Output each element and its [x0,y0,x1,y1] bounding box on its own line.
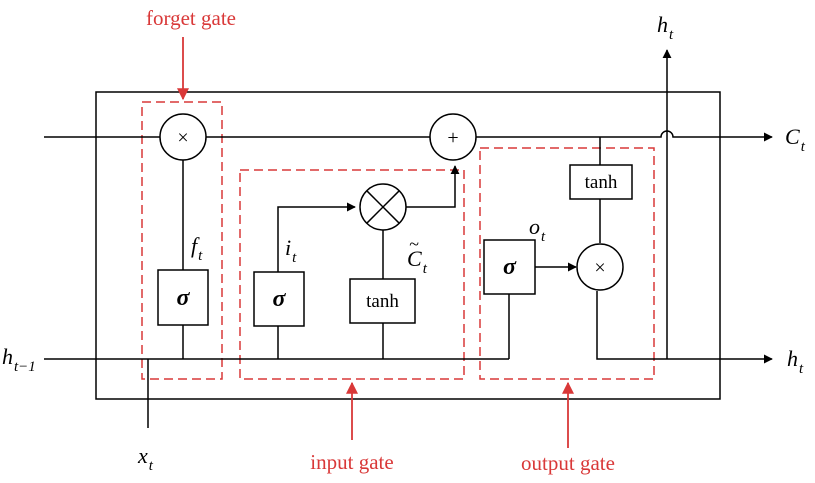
forget-gate-label: forget gate [146,6,236,30]
c-t-output-label: Ct [785,124,806,155]
forget-sigma-label: σ [177,285,191,311]
output-gate-label: output gate [521,451,615,475]
h-prev-label: ht−1 [2,344,36,375]
input-gate-region [239,169,465,380]
output-multiply-node: × [576,243,624,291]
i-t-label: it [285,235,297,266]
c-tilde-label: ~ Ct [407,234,428,277]
c-tilde-text: Ct [407,246,428,277]
forget-gate-region [141,101,223,380]
output-hidden-line [596,291,773,364]
output-sigma-label: σ [503,254,517,280]
h-t-top-label: ht [657,12,674,43]
input-multiply-node[interactable] [359,183,407,231]
candidate-tanh-label: tanh [366,291,399,312]
forget-multiply-node: × [159,113,207,161]
input-sigma-block: σ [253,271,305,327]
add-symbol: + [447,127,458,149]
cell-frame [95,91,721,400]
input-multiply-cross-b [366,190,400,224]
output-gate-region [479,147,655,380]
input-sigma-label: σ [273,286,287,312]
connections [44,49,773,428]
o-t-label: ot [529,214,546,245]
output-tanh-block: tanh [569,164,633,200]
mult-to-add [406,165,460,208]
output-sigma-block: σ [483,239,536,295]
candidate-tanh-block: tanh [349,278,416,324]
forget-multiply-symbol: × [177,127,188,149]
input-gate-label: input gate [310,450,393,474]
x-t-label: xt [137,443,154,474]
output-tanh-label: tanh [585,172,618,193]
f-t-label: ft [191,233,203,264]
cell-state-out [476,130,773,142]
input-to-mult [277,202,356,272]
forget-sigma-block: σ [157,269,209,326]
c-tilde-accent: ~ [409,234,419,254]
add-node: + [429,113,477,161]
h-t-right-label: ht [787,346,804,377]
output-multiply-symbol: × [594,257,605,279]
